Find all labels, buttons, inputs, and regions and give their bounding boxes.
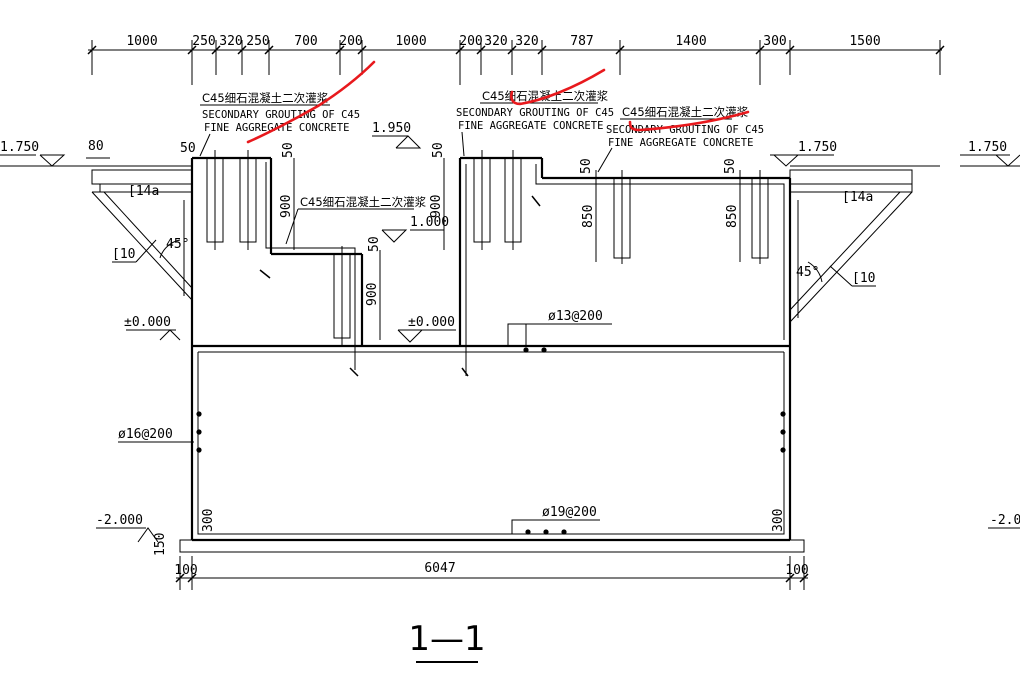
svg-text:FINE AGGREGATE CONCRETE: FINE AGGREGATE CONCRETE — [458, 120, 603, 132]
svg-text:C45细石混凝土二次灌浆: C45细石混凝土二次灌浆 — [300, 195, 427, 209]
angle-right: 45° — [796, 265, 819, 280]
top-dim-5: 700 — [294, 34, 317, 49]
rebar-dots — [196, 347, 786, 535]
top-dim-8: 200 — [459, 34, 482, 49]
bottom-dim-right: 100 — [785, 563, 808, 578]
top-dim-7: 1000 — [395, 34, 426, 49]
svg-text:C45细石混凝土二次灌浆: C45细石混凝土二次灌浆 — [202, 91, 329, 105]
svg-text:SECONDARY GROUTING OF C45: SECONDARY GROUTING OF C45 — [606, 124, 764, 136]
grout-note-2: C45细石混凝土二次灌浆 SECONDARY GROUTING OF C45 F… — [456, 89, 614, 157]
svg-text:850: 850 — [581, 205, 596, 228]
rebar-labels: ø16@200 ø13@200 ø19@200 — [118, 309, 612, 534]
top-dim-11: 787 — [570, 34, 593, 49]
svg-text:900: 900 — [279, 195, 294, 218]
svg-text:50: 50 — [180, 141, 196, 156]
level-bottom-right: -2.0 — [990, 513, 1020, 528]
level-zero-left: ±0.000 — [124, 315, 171, 330]
bottom-dim-total: 6047 — [424, 561, 455, 576]
bottom-dimension-chain: 100 6047 100 — [174, 556, 809, 590]
svg-text:50: 50 — [579, 158, 594, 174]
channel-c14-left: [14a — [128, 184, 159, 199]
top-dim-2: 250 — [192, 34, 215, 49]
top-dim-3: 320 — [219, 34, 242, 49]
svg-text:FINE AGGREGATE CONCRETE: FINE AGGREGATE CONCRETE — [608, 137, 753, 149]
level-markers: 1.750 1.750 1.750 1.950 1.000 ±0.000 ±0.… — [0, 121, 1020, 543]
svg-text:50: 50 — [367, 236, 382, 252]
rebar-wall-label: ø16@200 — [118, 427, 173, 442]
level-step: 1.000 — [410, 215, 449, 230]
top-dim-12: 1400 — [675, 34, 706, 49]
right-bracket — [789, 191, 913, 323]
svg-text:300: 300 — [771, 509, 786, 532]
svg-text:50: 50 — [431, 142, 446, 158]
grout-note-4: C45细石混凝土二次灌浆 — [285, 195, 427, 245]
angle-left: 45° — [166, 237, 189, 252]
red-annotation-marks — [246, 60, 750, 144]
top-dim-4: 250 — [246, 34, 269, 49]
svg-text:900: 900 — [365, 283, 380, 306]
grout-note-3: C45细石混凝土二次灌浆 SECONDARY GROUTING OF C45 F… — [597, 105, 764, 173]
small-dimensions: 80 50 50 50 50 50 50 300 300 150 900 900… — [86, 139, 786, 556]
level-center: 1.950 — [372, 121, 411, 136]
svg-text:80: 80 — [88, 139, 104, 154]
bottom-dim-left: 100 — [174, 563, 197, 578]
grout-note-1: C45细石混凝土二次灌浆 SECONDARY GROUTING OF C45 F… — [199, 91, 360, 157]
level-zero-center: ±0.000 — [408, 315, 455, 330]
svg-text:850: 850 — [725, 205, 740, 228]
level-left-ground: 1.750 — [0, 140, 39, 155]
svg-text:1—1: 1—1 — [408, 619, 485, 659]
top-dim-13: 300 — [763, 34, 786, 49]
level-bottom-left: -2.000 — [96, 513, 143, 528]
foundation-body — [179, 156, 805, 553]
svg-text:SECONDARY GROUTING OF C45: SECONDARY GROUTING OF C45 — [456, 107, 614, 119]
channel-c10-left: [10 — [112, 247, 135, 262]
channel-c10-right: [10 — [852, 271, 875, 286]
top-dim-10: 320 — [515, 34, 538, 49]
top-dim-14: 1500 — [849, 34, 880, 49]
channel-c14-right: [14a — [842, 190, 873, 205]
svg-text:150: 150 — [153, 533, 168, 556]
top-dim-6: 200 — [339, 34, 362, 49]
svg-text:300: 300 — [201, 509, 216, 532]
anchor-bolt-sleeves — [206, 150, 769, 346]
svg-text:50: 50 — [723, 158, 738, 174]
left-bracket — [91, 191, 193, 301]
level-far-right: 1.750 — [968, 140, 1007, 155]
level-right-ground: 1.750 — [798, 140, 837, 155]
steel-labels: [14a [14a [10 [10 45° 45° — [112, 184, 876, 287]
rebar-base-label: ø19@200 — [542, 505, 597, 520]
svg-text:50: 50 — [281, 142, 296, 158]
top-dimension-chain: 1000 250 320 250 700 200 1000 200 320 32… — [87, 34, 945, 85]
svg-text:900: 900 — [429, 195, 444, 218]
top-dim-1: 1000 — [126, 34, 157, 49]
rebar-slab-label: ø13@200 — [548, 309, 603, 324]
top-dim-9: 320 — [484, 34, 507, 49]
section-title: 1—1 — [408, 619, 486, 663]
svg-text:C45细石混凝土二次灌浆: C45细石混凝土二次灌浆 — [482, 89, 609, 103]
svg-text:SECONDARY GROUTING OF C45: SECONDARY GROUTING OF C45 — [202, 109, 360, 121]
svg-text:C45细石混凝土二次灌浆: C45细石混凝土二次灌浆 — [622, 105, 749, 119]
